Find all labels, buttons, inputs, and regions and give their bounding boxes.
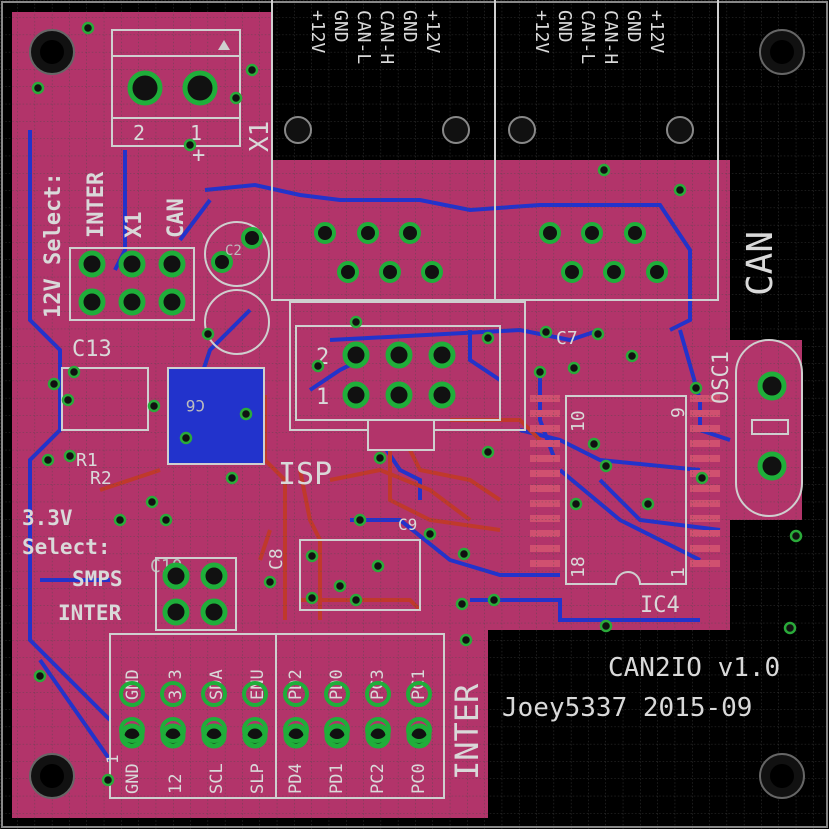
x1-terminal-block[interactable]: 2 1 + X1 — [111, 29, 275, 168]
rj45-right-pin3-label: CAN-L — [577, 10, 598, 64]
can-label: CAN — [740, 231, 781, 296]
sel12-inter-label: INTER — [84, 171, 109, 238]
ic4-pin10-label: 10 — [568, 410, 589, 432]
mounting-hole-top-left — [29, 29, 75, 75]
header-bottom-label-2: 12 — [166, 774, 186, 794]
c8-label: C8 — [266, 548, 287, 570]
capacitor-c13: C13 — [61, 337, 149, 431]
isp-label: ISP — [278, 457, 332, 492]
header-bottom-label-4: SLP — [248, 763, 268, 794]
rj45-right-pin1-label: +12V — [531, 10, 552, 54]
rj45-left-pin4-label: CAN-H — [376, 10, 397, 64]
x1-pin2-label: 2 — [133, 121, 145, 145]
c9-label: C9 — [398, 515, 417, 534]
inter-header-label: INTER — [448, 683, 486, 780]
sel33-title2: Select: — [22, 535, 111, 559]
ic4-pin18-label: 18 — [568, 556, 589, 578]
x1-plus-label: + — [192, 143, 205, 168]
x1-label: X1 — [245, 121, 275, 152]
header-bottom-label-5: PD4 — [286, 763, 306, 794]
r2-label: R2 — [90, 468, 112, 489]
rj45-right-pin-labels: +12V GND CAN-L CAN-H GND +12V — [531, 10, 667, 64]
header-bottom-label-7: PC2 — [368, 763, 388, 794]
board-title: CAN2IO v1.0 — [608, 653, 780, 683]
ic4-chip[interactable]: 10 9 18 1 IC4 — [565, 395, 689, 618]
isp-header[interactable]: 2 1 6 ISP — [278, 301, 526, 492]
osc1-label: OSC1 — [709, 351, 734, 404]
jumper-12v-select[interactable]: 12V Select: INTER X1 CAN — [41, 171, 195, 321]
capacitors-c8-c9: C8 C9 — [266, 515, 421, 611]
ic4-pin1-label: 1 — [668, 567, 689, 578]
c2-label: C2 — [225, 243, 242, 259]
capacitor-c7: C7 — [556, 328, 578, 349]
rj45-pads — [314, 222, 668, 283]
board-author-date: Joey5337 2015-09 — [502, 693, 752, 723]
inter-label: INTER — [58, 601, 122, 625]
header-pin1-mark: 1 — [103, 754, 122, 764]
resistors-r1-r2: R1 R2 — [76, 450, 112, 489]
c6-label: C6 — [186, 396, 205, 415]
rj45-left-pin5-label: GND — [399, 10, 420, 43]
rj45-left-pin-labels: +12V GND CAN-L CAN-H GND +12V — [307, 10, 443, 64]
x1-pin1-label: 1 — [190, 121, 202, 145]
mounting-holes — [29, 29, 805, 799]
header-bottom-labels: GND 12 SCL SLP PD4 PD1 PC2 PC0 — [123, 763, 429, 794]
oscillator-osc1[interactable]: OSC1 — [709, 339, 803, 517]
rj45-right-pin4-label: CAN-H — [600, 10, 621, 64]
rj45-left-hole-a — [284, 116, 312, 144]
rj45-right-hole-b — [666, 116, 694, 144]
mounting-hole-top-right — [759, 29, 805, 75]
sel33-title1: 3.3V — [22, 506, 73, 530]
rj45-left-pin3-label: CAN-L — [353, 10, 374, 64]
rj45-connector-right[interactable]: +12V GND CAN-L CAN-H GND +12V — [494, 0, 719, 301]
vias — [31, 21, 803, 787]
c13-label: C13 — [72, 337, 112, 362]
capacitor-c2: C2 — [204, 221, 270, 355]
rj45-left-pin6-label: +12V — [422, 10, 443, 54]
c7-label: C7 — [556, 328, 578, 349]
header-bottom-label-3: SCL — [207, 763, 227, 794]
isp-pin1-label: 1 — [316, 385, 329, 410]
r1-label: R1 — [76, 450, 98, 471]
sel12-title: 12V Select: — [41, 172, 66, 318]
mounting-hole-bottom-left — [29, 753, 75, 799]
ic4-label: IC4 — [640, 593, 680, 618]
sel12-can-label: CAN — [164, 198, 189, 238]
ic4-pin9-label: 9 — [668, 407, 689, 418]
rj45-right-pin2-label: GND — [554, 10, 575, 43]
mounting-hole-bottom-right — [759, 753, 805, 799]
rj45-right-pin6-label: +12V — [646, 10, 667, 54]
header-bottom-label-8: PC0 — [409, 763, 429, 794]
sel12-x1-label: X1 — [122, 212, 147, 239]
rj45-left-hole-b — [442, 116, 470, 144]
header-bottom-label-1: GND — [123, 763, 143, 794]
jumper-33v-select[interactable]: 3.3V Select: SMPS INTER C10 — [22, 506, 237, 631]
header-bottom-label-6: PD1 — [327, 763, 347, 794]
rj45-right-pin5-label: GND — [623, 10, 644, 43]
smps-label: SMPS — [72, 567, 123, 591]
rj45-left-pin2-label: GND — [330, 10, 351, 43]
inter-pin-header[interactable]: GND 3.3 SDA ENU PD2 PD0 PC3 PC1 GND 12 S… — [103, 633, 486, 799]
rj45-right-hole-a — [508, 116, 536, 144]
rj45-left-pin1-label: +12V — [307, 10, 328, 54]
